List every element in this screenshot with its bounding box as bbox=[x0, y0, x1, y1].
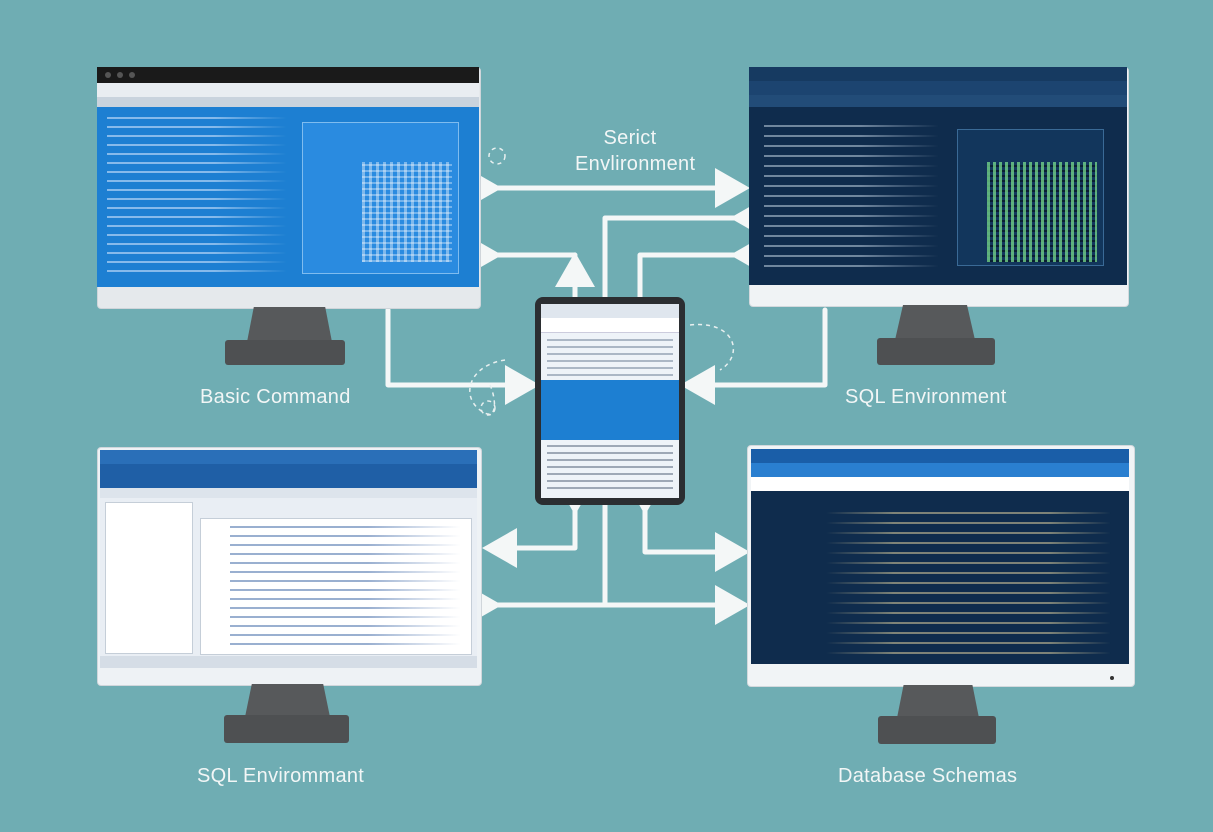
status-bar bbox=[100, 656, 477, 668]
toolbar bbox=[100, 488, 477, 498]
dashed-swirl-right bbox=[689, 323, 735, 371]
tablet-code-lines bbox=[547, 336, 673, 376]
code-lines bbox=[230, 525, 460, 645]
tablet-screen bbox=[541, 304, 679, 498]
window-titlebar bbox=[749, 67, 1127, 81]
data-grid bbox=[362, 162, 452, 262]
monitor-stand bbox=[895, 305, 975, 340]
tablet-tabbar bbox=[541, 318, 679, 333]
results-panel bbox=[302, 122, 459, 274]
monitor-screen bbox=[100, 450, 477, 668]
monitor-base bbox=[225, 340, 345, 365]
schema-lines bbox=[801, 504, 1111, 654]
window-dot-icon bbox=[105, 72, 111, 78]
data-grid bbox=[987, 162, 1097, 262]
window-titlebar bbox=[97, 67, 479, 83]
caption-database-schemas: Database Schemas bbox=[838, 765, 1018, 787]
monitor-stand bbox=[247, 307, 332, 342]
tablet-blue-panel bbox=[541, 380, 679, 440]
monitor-stand bbox=[897, 685, 979, 718]
window-dot-icon bbox=[129, 72, 135, 78]
arrow-left-mid bbox=[385, 307, 540, 405]
monitor-screen bbox=[751, 449, 1129, 664]
dashed-swirl-left bbox=[469, 359, 506, 415]
ribbon bbox=[100, 464, 477, 488]
toolbar bbox=[97, 97, 479, 107]
tab-strip bbox=[749, 95, 1127, 107]
toolbar bbox=[751, 463, 1129, 477]
caption-sql-environment-left: SQL Envirommant bbox=[197, 765, 365, 787]
dashed-circle-left bbox=[480, 400, 496, 416]
monitor-screen bbox=[749, 67, 1127, 285]
monitor-screen bbox=[97, 67, 479, 287]
window-dot-icon bbox=[117, 72, 123, 78]
arrow-right-mid bbox=[680, 307, 828, 405]
window-titlebar bbox=[751, 449, 1129, 463]
arrow-bottom-1 bbox=[482, 480, 595, 568]
monitor-stand bbox=[245, 684, 330, 717]
toolbar bbox=[749, 81, 1127, 95]
monitor-base bbox=[878, 716, 996, 744]
arrow-top-4 bbox=[637, 235, 765, 303]
arrow-bottom-4 bbox=[625, 480, 750, 572]
code-lines bbox=[764, 117, 939, 267]
dashed-circle-top bbox=[488, 147, 506, 165]
power-led-icon bbox=[1110, 676, 1114, 680]
monitor-base bbox=[224, 715, 349, 743]
caption-script-environment: Serict Envlironment bbox=[575, 127, 696, 175]
menu-bar bbox=[97, 83, 479, 97]
caption-basic-command: Basic Command bbox=[200, 386, 351, 408]
code-lines bbox=[107, 112, 287, 272]
monitor-base bbox=[877, 338, 995, 365]
arrow-top-3 bbox=[602, 198, 765, 303]
address-bar bbox=[751, 477, 1129, 491]
caption-sql-environment-right: SQL Environment bbox=[845, 386, 1007, 408]
tablet-toolbar bbox=[541, 304, 679, 318]
tablet-code-lines bbox=[547, 444, 673, 489]
window-titlebar bbox=[100, 450, 477, 464]
object-explorer bbox=[105, 502, 193, 654]
